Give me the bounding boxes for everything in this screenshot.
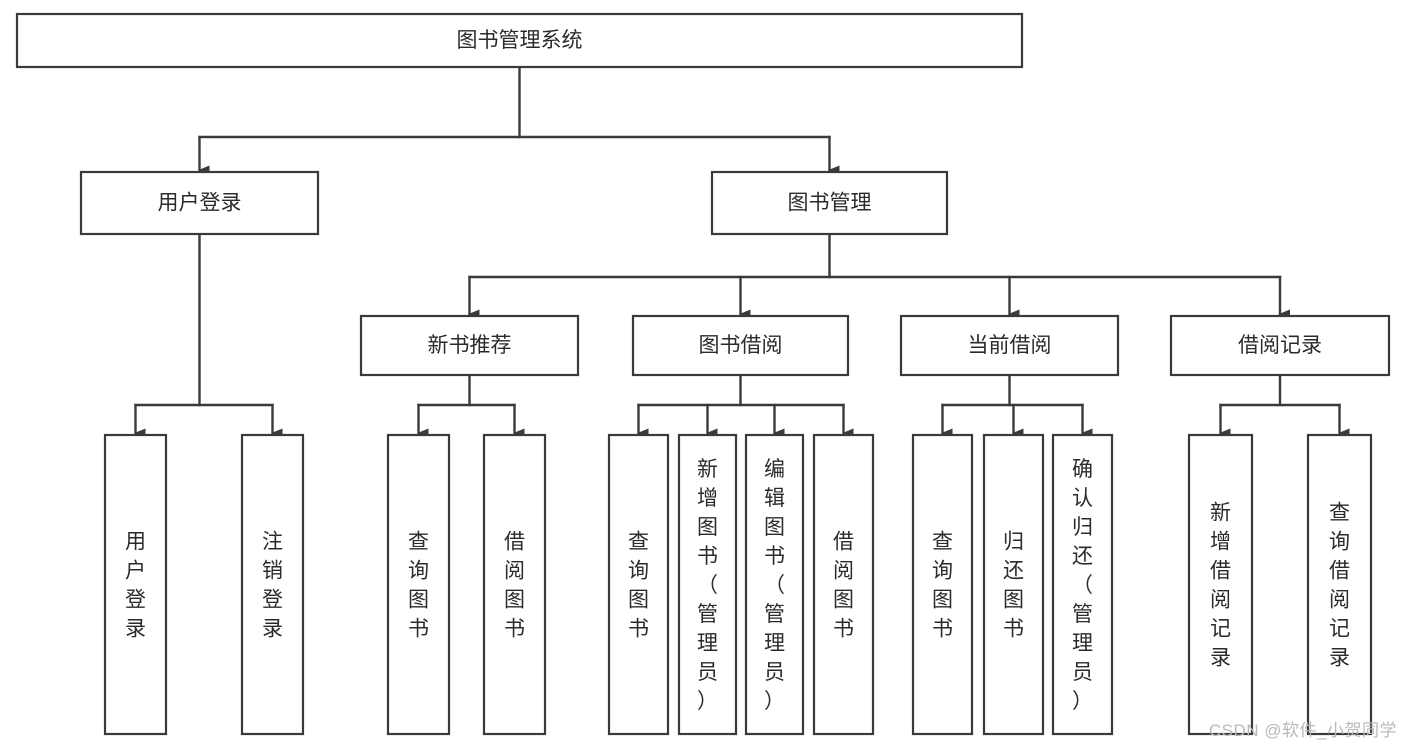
leaf-node-9-label: 归还图书 <box>1003 531 1024 641</box>
leaf-node-2-box[interactable] <box>386 433 451 736</box>
level3-node-1-box[interactable] <box>631 314 850 377</box>
leaf-node-4-label: 查询图书 <box>628 531 649 641</box>
root-node-label: 图书管理系统 <box>457 29 583 52</box>
leaf-node-7-box[interactable] <box>812 433 875 736</box>
root-node[interactable]: 图书管理系统 <box>15 12 1024 69</box>
leaf-node-6[interactable]: 编辑图书（管理员） <box>744 433 805 736</box>
root-node-box[interactable] <box>15 12 1024 69</box>
leaf-node-0-box[interactable] <box>103 433 168 736</box>
leaf-node-5[interactable]: 新增图书（管理员） <box>677 433 738 736</box>
leaf-node-2[interactable]: 查询图书 <box>386 433 451 736</box>
leaf-node-3-box[interactable] <box>482 433 547 736</box>
leaf-node-12-label: 查询借阅记录 <box>1329 502 1350 670</box>
leaf-node-11-label: 新增借阅记录 <box>1210 502 1231 670</box>
level3-node-3-box[interactable] <box>1169 314 1391 377</box>
level3-node-2-label: 当前借阅 <box>968 334 1052 357</box>
level2-node-0[interactable]: 用户登录 <box>79 170 320 236</box>
nodes-layer: 图书管理系统用户登录图书管理新书推荐图书借阅当前借阅借阅记录用户登录注销登录查询… <box>15 12 1391 736</box>
leaf-node-1-box[interactable] <box>240 433 305 736</box>
leaf-node-0-label: 用户登录 <box>125 531 146 641</box>
leaf-node-1-label: 注销登录 <box>262 531 283 641</box>
leaf-node-8[interactable]: 查询图书 <box>911 433 974 736</box>
leaf-node-5-box[interactable] <box>677 433 738 736</box>
level3-node-3[interactable]: 借阅记录 <box>1169 314 1391 377</box>
leaf-node-10[interactable]: 确认归还（管理员） <box>1051 433 1114 736</box>
leaf-node-7[interactable]: 借阅图书 <box>812 433 875 736</box>
level3-node-1[interactable]: 图书借阅 <box>631 314 850 377</box>
leaf-node-10-box[interactable] <box>1051 433 1114 736</box>
leaf-node-12[interactable]: 查询借阅记录 <box>1306 433 1373 736</box>
level3-node-0-label: 新书推荐 <box>428 334 512 357</box>
level3-node-3-label: 借阅记录 <box>1238 334 1322 357</box>
leaf-node-12-box[interactable] <box>1306 433 1373 736</box>
leaf-node-9-box[interactable] <box>982 433 1045 736</box>
level2-node-1-label: 图书管理 <box>788 192 872 215</box>
leaf-node-5-label: 新增图书（管理员） <box>697 458 718 713</box>
leaf-node-6-box[interactable] <box>744 433 805 736</box>
level2-node-0-box[interactable] <box>79 170 320 236</box>
leaf-node-0[interactable]: 用户登录 <box>103 433 168 736</box>
leaf-node-3-label: 借阅图书 <box>504 531 525 641</box>
leaf-node-4[interactable]: 查询图书 <box>607 433 670 736</box>
leaf-node-1[interactable]: 注销登录 <box>240 433 305 736</box>
leaf-node-2-label: 查询图书 <box>408 531 429 641</box>
leaf-node-8-label: 查询图书 <box>932 531 953 641</box>
level2-node-1[interactable]: 图书管理 <box>710 170 949 236</box>
edges-layer <box>134 65 1350 438</box>
leaf-node-11[interactable]: 新增借阅记录 <box>1187 433 1254 736</box>
leaf-node-11-box[interactable] <box>1187 433 1254 736</box>
leaf-node-4-box[interactable] <box>607 433 670 736</box>
level3-node-0[interactable]: 新书推荐 <box>359 314 580 377</box>
leaf-node-8-box[interactable] <box>911 433 974 736</box>
leaf-node-9[interactable]: 归还图书 <box>982 433 1045 736</box>
level3-node-2-box[interactable] <box>899 314 1120 377</box>
level2-node-1-box[interactable] <box>710 170 949 236</box>
leaf-node-7-label: 借阅图书 <box>833 531 854 641</box>
leaf-node-6-label: 编辑图书（管理员） <box>764 458 785 713</box>
level3-node-0-box[interactable] <box>359 314 580 377</box>
leaf-node-3[interactable]: 借阅图书 <box>482 433 547 736</box>
level3-node-1-label: 图书借阅 <box>699 334 783 357</box>
level3-node-2[interactable]: 当前借阅 <box>899 314 1120 377</box>
leaf-node-10-label: 确认归还（管理员） <box>1072 458 1093 713</box>
level2-node-0-label: 用户登录 <box>158 192 242 215</box>
